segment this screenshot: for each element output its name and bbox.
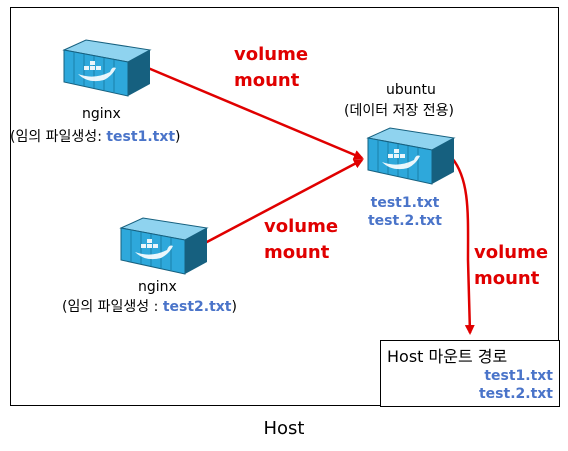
ubuntu-file-1: test1.txt xyxy=(370,195,440,211)
ubuntu-name: ubuntu xyxy=(386,82,436,98)
volume-mount-label-middle: volume mount xyxy=(264,214,338,266)
volume-mount-middle-line2: mount xyxy=(264,242,330,263)
volume-mount-right-line1: volume xyxy=(474,242,549,263)
arrow-ubuntu-to-host xyxy=(451,157,475,335)
nginx1-name: nginx xyxy=(82,106,121,122)
ubuntu-description: (데이터 저장 전용) xyxy=(344,103,454,119)
nginx1-desc-suffix: ) xyxy=(175,129,181,145)
nginx2-desc-suffix: ) xyxy=(231,299,237,315)
ubuntu-file-list: test1.txt test.2.txt xyxy=(366,194,444,230)
arrow-nginx2-to-ubuntu xyxy=(204,158,364,245)
nginx2-file: test2.txt xyxy=(162,299,232,315)
volume-mount-label-right: volume mount xyxy=(474,240,548,292)
nginx1-desc-prefix: (임의 파일생성: xyxy=(10,129,107,145)
volume-mount-top-line2: mount xyxy=(234,70,300,91)
docker-container-icon-nginx1 xyxy=(62,39,152,97)
nginx1-file: test1.txt xyxy=(106,129,176,145)
volume-mount-top-line1: volume xyxy=(234,44,309,65)
host-file-1: test1.txt xyxy=(484,368,553,384)
host-file-2: test.2.txt xyxy=(478,386,553,402)
host-mount-path-box: Host 마운트 경로 test1.txt test.2.txt xyxy=(380,340,560,407)
nginx2-description: (임의 파일생성 : test2.txt) xyxy=(62,296,237,316)
docker-container-icon-nginx2 xyxy=(119,217,209,275)
docker-container-icon-ubuntu xyxy=(366,127,456,185)
arrow-nginx1-to-ubuntu xyxy=(147,66,364,160)
nginx2-name: nginx xyxy=(138,279,177,295)
ubuntu-file-2: test.2.txt xyxy=(367,213,442,229)
host-label: Host xyxy=(263,418,305,439)
nginx1-description: (임의 파일생성: test1.txt) xyxy=(10,126,181,146)
volume-mount-middle-line1: volume xyxy=(264,216,339,237)
volume-mount-right-line2: mount xyxy=(474,268,540,289)
host-mount-path-title: Host 마운트 경로 xyxy=(387,347,508,366)
nginx2-desc-prefix: (임의 파일생성 : xyxy=(62,299,163,315)
volume-mount-label-top: volume mount xyxy=(234,42,308,94)
host-mount-file-list: test1.txt test.2.txt xyxy=(479,367,553,403)
